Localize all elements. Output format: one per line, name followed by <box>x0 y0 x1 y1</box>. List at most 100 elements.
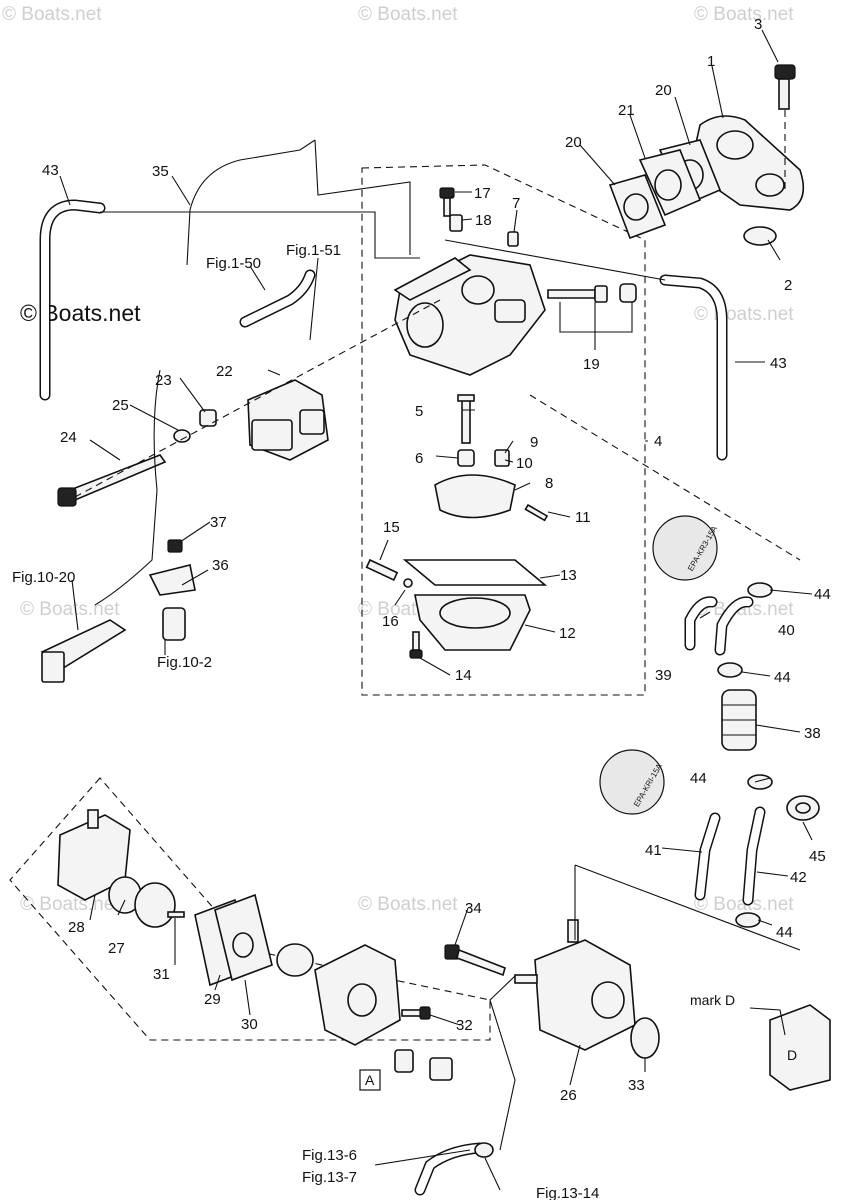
callout-39: 39 <box>655 667 672 684</box>
ref-fig-13-7: Fig.13-7 <box>302 1169 357 1186</box>
callout-31: 31 <box>153 966 170 983</box>
callout-7: 7 <box>512 195 520 212</box>
drain-screw-15 <box>365 558 399 581</box>
callout-6: 6 <box>415 450 423 467</box>
bolt-24 <box>57 454 167 507</box>
mark-d-detail: D <box>769 1004 831 1091</box>
callout-4: 4 <box>654 433 662 450</box>
ref-fig-1-50: Fig.1-50 <box>206 255 261 272</box>
callout-45: 45 <box>809 848 826 865</box>
hose-fig-1-50 <box>239 269 316 328</box>
callout-17: 17 <box>474 185 491 202</box>
callout-27: 27 <box>108 940 125 957</box>
screw-32 <box>401 1006 431 1020</box>
callout-13: 13 <box>560 567 577 584</box>
callout-36: 36 <box>212 557 229 574</box>
gasket-20-lower <box>608 174 667 240</box>
watermark-right-3: © Boats.net <box>694 894 794 915</box>
callout-44-lower: 44 <box>690 770 707 787</box>
clamp-44-bottom <box>735 912 761 928</box>
screw-17 <box>439 187 455 217</box>
watermark-right-1: © Boats.net <box>694 304 794 325</box>
callout-44-bottom: 44 <box>776 924 793 941</box>
float-8 <box>434 474 516 519</box>
marker-a-text: A <box>365 1072 375 1088</box>
ref-fig-13-14: Fig.13-14 <box>536 1185 599 1200</box>
hose-43-right <box>659 274 728 461</box>
callout-3: 3 <box>754 16 762 33</box>
mark-d-leader <box>749 1007 786 1036</box>
clamp-36 <box>148 539 196 596</box>
bolt-34 <box>444 944 506 977</box>
ref-fig-1-51: Fig.1-51 <box>286 242 341 259</box>
callout-44-upper: 44 <box>814 586 831 603</box>
hose-42 <box>742 806 766 906</box>
stamp-upper: EPA-KR3-15A <box>652 515 719 581</box>
watermark-mid-3: © Boats.net <box>358 894 458 915</box>
screw-14 <box>409 631 423 659</box>
watermark-left-2: © Boats.net <box>20 599 120 620</box>
pump-body-upper <box>314 944 401 1046</box>
clip-9-10 <box>494 449 510 467</box>
carburetor-assembly-box <box>361 164 646 696</box>
spacer-21 <box>638 149 702 217</box>
callout-16: 16 <box>382 613 399 630</box>
ref-fig-10-2: Fig.10-2 <box>157 654 212 671</box>
pilot-screw-19-bracket <box>559 302 633 333</box>
screw-18 <box>449 214 463 232</box>
float-pin-11 <box>524 503 549 522</box>
needle-valve-5 <box>457 394 475 444</box>
connector-fig-10-20 <box>40 619 127 683</box>
ref-fig-10-20: Fig.10-20 <box>12 569 75 586</box>
callout-38: 38 <box>804 725 821 742</box>
ref-mark-d: mark D <box>690 992 735 1008</box>
clamp-44-mid <box>717 662 743 678</box>
spring <box>276 943 314 977</box>
main-jet-6 <box>457 449 475 467</box>
callout-20-upper: 20 <box>655 82 672 99</box>
callout-12: 12 <box>559 625 576 642</box>
callout-43-right: 43 <box>770 355 787 372</box>
callout-10: 10 <box>516 455 533 472</box>
watermark-top-left: © Boats.net <box>2 4 102 25</box>
mark-d-letter: D <box>787 1047 797 1063</box>
watermark-left-3: © Boats.net <box>20 894 120 915</box>
callout-2: 2 <box>784 277 792 294</box>
callout-35: 35 <box>152 163 169 180</box>
marker-a: A <box>359 1069 381 1091</box>
nipple-7 <box>507 231 519 247</box>
diaphragm-plate <box>134 882 176 928</box>
diaphragm-30 <box>214 893 273 982</box>
collar-23 <box>199 409 217 427</box>
callout-5: 5 <box>415 403 423 420</box>
callout-43-left: 43 <box>42 162 59 179</box>
hose-43-left <box>39 199 106 401</box>
bolt-3 <box>774 64 796 110</box>
callout-23: 23 <box>155 372 172 389</box>
clamp-44-upper <box>747 582 773 598</box>
watermark-right-2: © Boats.net <box>694 599 794 620</box>
callout-28: 28 <box>68 919 85 936</box>
clamp-44-lower <box>747 774 773 790</box>
callout-9: 9 <box>530 434 538 451</box>
washer-25 <box>173 429 191 443</box>
routing-line-top <box>100 139 666 281</box>
callout-24: 24 <box>60 429 77 446</box>
callout-41: 41 <box>645 842 662 859</box>
callout-32: 32 <box>456 1017 473 1034</box>
pump-cover-28 <box>57 809 131 901</box>
callout-33: 33 <box>628 1077 645 1094</box>
callout-29: 29 <box>204 991 221 1008</box>
screw-31 <box>167 911 185 918</box>
hose-40 <box>714 596 754 656</box>
callout-20-lower: 20 <box>565 134 582 151</box>
callout-22: 22 <box>216 363 233 380</box>
float-bowl-12 <box>414 594 531 651</box>
callout-26: 26 <box>560 1087 577 1104</box>
bolt-24-line <box>74 299 441 498</box>
callout-42: 42 <box>790 869 807 886</box>
hose-39 <box>684 596 718 651</box>
stamp-lower: EPA-KRI-15A <box>599 749 665 815</box>
callout-14: 14 <box>455 667 472 684</box>
